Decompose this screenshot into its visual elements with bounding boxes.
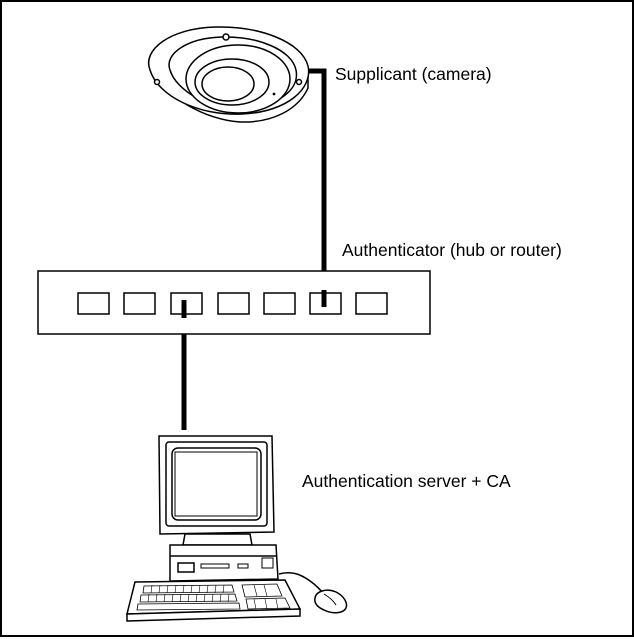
hub-icon xyxy=(37,270,431,335)
dome-camera-icon xyxy=(147,26,310,123)
hub-port xyxy=(355,292,388,315)
monitor-icon xyxy=(158,435,275,546)
hub-port xyxy=(77,292,110,315)
keyboard-icon xyxy=(126,579,302,622)
supplicant-label: Supplicant (camera) xyxy=(335,64,492,84)
computer-icon xyxy=(126,435,348,622)
authentication-server-label: Authentication server + CA xyxy=(302,471,511,491)
hub-ports xyxy=(77,292,388,315)
authenticator-label: Authenticator (hub or router) xyxy=(342,240,562,260)
hub-port xyxy=(123,292,156,315)
cpu-unit-icon xyxy=(169,544,279,582)
camera-cable xyxy=(302,68,327,298)
mouse-icon xyxy=(278,572,348,614)
hub-port xyxy=(217,292,250,315)
hub-port xyxy=(263,292,296,315)
